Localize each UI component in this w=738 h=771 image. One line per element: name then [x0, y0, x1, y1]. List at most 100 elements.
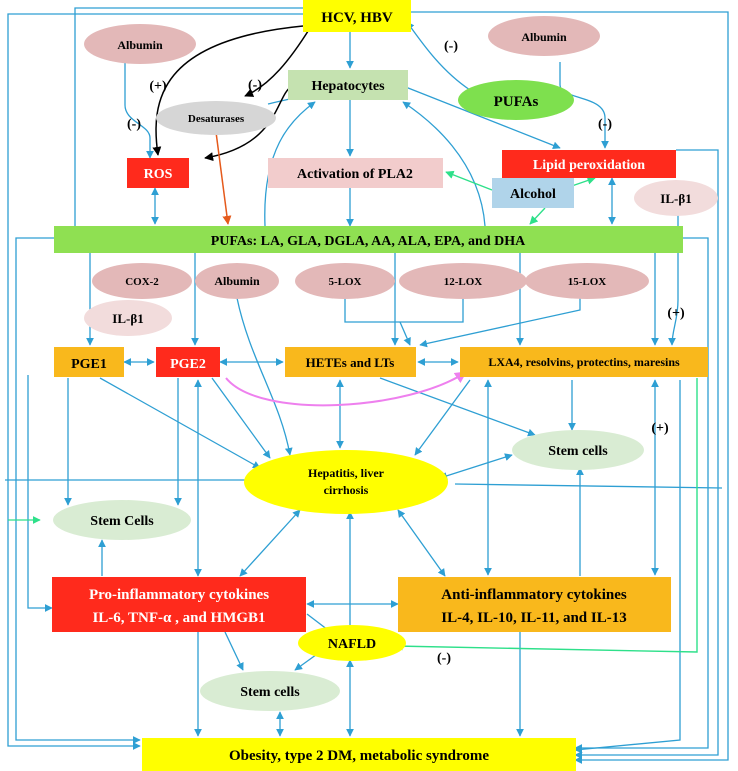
edge-pufabar-hep-left	[264, 101, 316, 227]
label-pufas-green: PUFAs	[494, 94, 539, 110]
edge-pufas-hcv	[406, 21, 471, 91]
sign-minus-nafld: (-)	[437, 651, 451, 666]
label-hepatitis-2: cirrhosis	[324, 483, 369, 497]
edge-stemright-hepatitis	[439, 453, 513, 480]
connectors	[5, 7, 729, 764]
edge-alcohol-pla2	[445, 170, 493, 191]
edge-lox-to-hetes	[399, 321, 411, 346]
node-anti-inflammatory	[398, 577, 671, 632]
label-pufas-bar: PUFAs: LA, GLA, DGLA, AA, ALA, EPA, and …	[211, 234, 526, 249]
edge-hep-lipid	[397, 83, 561, 150]
edge-pge1-pro	[27, 375, 53, 612]
label-hetes: HETEs and LTs	[306, 355, 395, 370]
edge-lox-join	[344, 298, 464, 323]
node-12lox	[399, 263, 527, 299]
node-pla2	[268, 158, 443, 188]
sign-minus-right-top: (-)	[444, 39, 458, 54]
sign-plus-lxa4: (+)	[667, 306, 685, 321]
edge-pro-hepatitis	[239, 509, 301, 577]
edge-lipid-rightframe	[574, 149, 719, 759]
label-hepatocytes: Hepatocytes	[311, 79, 385, 94]
edge-15lox-hetes	[419, 298, 581, 348]
label-ros: ROS	[144, 167, 173, 182]
node-stem-cells-left	[53, 500, 191, 540]
node-15lox	[525, 263, 649, 299]
edge-alcohol-pufabar	[529, 207, 546, 225]
edge-pro-nafld	[306, 613, 329, 631]
node-albumin-left	[84, 24, 196, 64]
label-nafld: NAFLD	[328, 637, 376, 652]
label-15lox: 15-LOX	[568, 276, 607, 288]
label-alcohol: Alcohol	[510, 187, 556, 202]
label-albumin-mid: Albumin	[214, 274, 260, 288]
label-pge1: PGE1	[71, 357, 107, 372]
label-il-b1-left: IL-β1	[112, 311, 143, 326]
edge-pufabar-hep-right	[402, 101, 486, 227]
edge-hcv-left-frame-2	[74, 7, 303, 228]
node-albumin-mid	[195, 263, 279, 299]
edge-hline-hepatitis-right	[454, 483, 723, 489]
node-hcv-hbv	[303, 0, 411, 32]
label-pro-2: IL-6, TNF-α , and HMGB1	[92, 610, 265, 626]
edge-ilb1-lxa4	[668, 214, 679, 346]
edge-pufabar-leftframe	[15, 237, 141, 744]
edge-hcv-right-frame	[411, 11, 729, 764]
label-pla2: Activation of PLA2	[297, 167, 413, 182]
node-hetes	[285, 347, 416, 377]
edge-pge1-hepatitis	[99, 377, 261, 469]
node-hepatocytes	[288, 70, 408, 100]
node-pro-inflammatory	[52, 577, 306, 632]
label-5lox: 5-LOX	[329, 276, 362, 288]
node-il-b1-right	[634, 180, 718, 216]
label-anti-1: Anti-inflammatory cytokines	[441, 587, 627, 603]
label-stem-cells-bottom: Stem cells	[240, 685, 300, 700]
node-hepatitis	[244, 450, 448, 514]
edge-albumin-ros	[124, 62, 154, 159]
label-albumin-right: Albumin	[521, 30, 567, 44]
sign-minus-lipid: (-)	[598, 117, 612, 132]
node-nafld	[298, 625, 406, 661]
edge-desat-pufabar	[215, 131, 232, 225]
node-albumin-right	[488, 16, 600, 56]
node-lipid-peroxidation	[502, 150, 676, 178]
label-albumin-left: Albumin	[117, 38, 163, 52]
edge-lxa4-nafld	[394, 378, 698, 653]
label-hepatitis-1: Hepatitis, liver	[308, 466, 385, 480]
label-desaturases: Desaturases	[188, 113, 245, 125]
label-stem-cells-left: Stem Cells	[90, 514, 154, 529]
label-stem-cells-right: Stem cells	[548, 444, 608, 459]
edge-lxa4-hepatitis	[414, 379, 471, 456]
sign-plus-top: (+)	[149, 79, 167, 94]
edge-anti-hepatitis	[397, 509, 446, 577]
node-stem-cells-bottom	[200, 671, 340, 711]
signs: (+) (-) (-) (-) (-) (+) (+) (-)	[127, 39, 685, 666]
label-pro-1: Pro-inflammatory cytokines	[89, 587, 269, 603]
edge-pge2-hepatitis	[211, 377, 271, 459]
label-il-b1-right: IL-β1	[660, 191, 691, 206]
label-pge2: PGE2	[170, 357, 206, 372]
edge-lxa4-obesity	[574, 380, 681, 754]
label-12lox: 12-LOX	[444, 276, 483, 288]
edge-hetes-stem-right	[379, 377, 536, 437]
node-pufas-bar	[54, 226, 683, 253]
node-5lox	[295, 263, 395, 299]
nodes: HCV, HBV Albumin Albumin Hepatocytes PUF…	[52, 0, 718, 771]
label-lxa4: LXA4, resolvins, protectins, maresins	[488, 355, 680, 369]
node-stem-cells-right	[512, 430, 644, 470]
label-lipid-peroxidation: Lipid peroxidation	[533, 158, 645, 173]
edge-hcv-ros	[152, 25, 304, 156]
node-ros	[127, 158, 189, 188]
node-pge1	[54, 347, 124, 377]
edge-hcv-desat	[244, 27, 311, 97]
edge-albumin-lipid	[559, 62, 609, 149]
edge-hcv-left-frame	[7, 13, 303, 750]
label-hcv-hbv: HCV, HBV	[321, 10, 393, 26]
node-pge2	[156, 347, 220, 377]
sign-plus-right: (+)	[651, 421, 669, 436]
label-anti-2: IL-4, IL-10, IL-11, and IL-13	[441, 610, 626, 626]
edge-pge2-lxa4-magenta	[225, 371, 467, 407]
node-cox2	[92, 263, 192, 299]
node-pufas-green	[458, 80, 574, 120]
edge-albumin-hepatitis	[236, 297, 293, 456]
